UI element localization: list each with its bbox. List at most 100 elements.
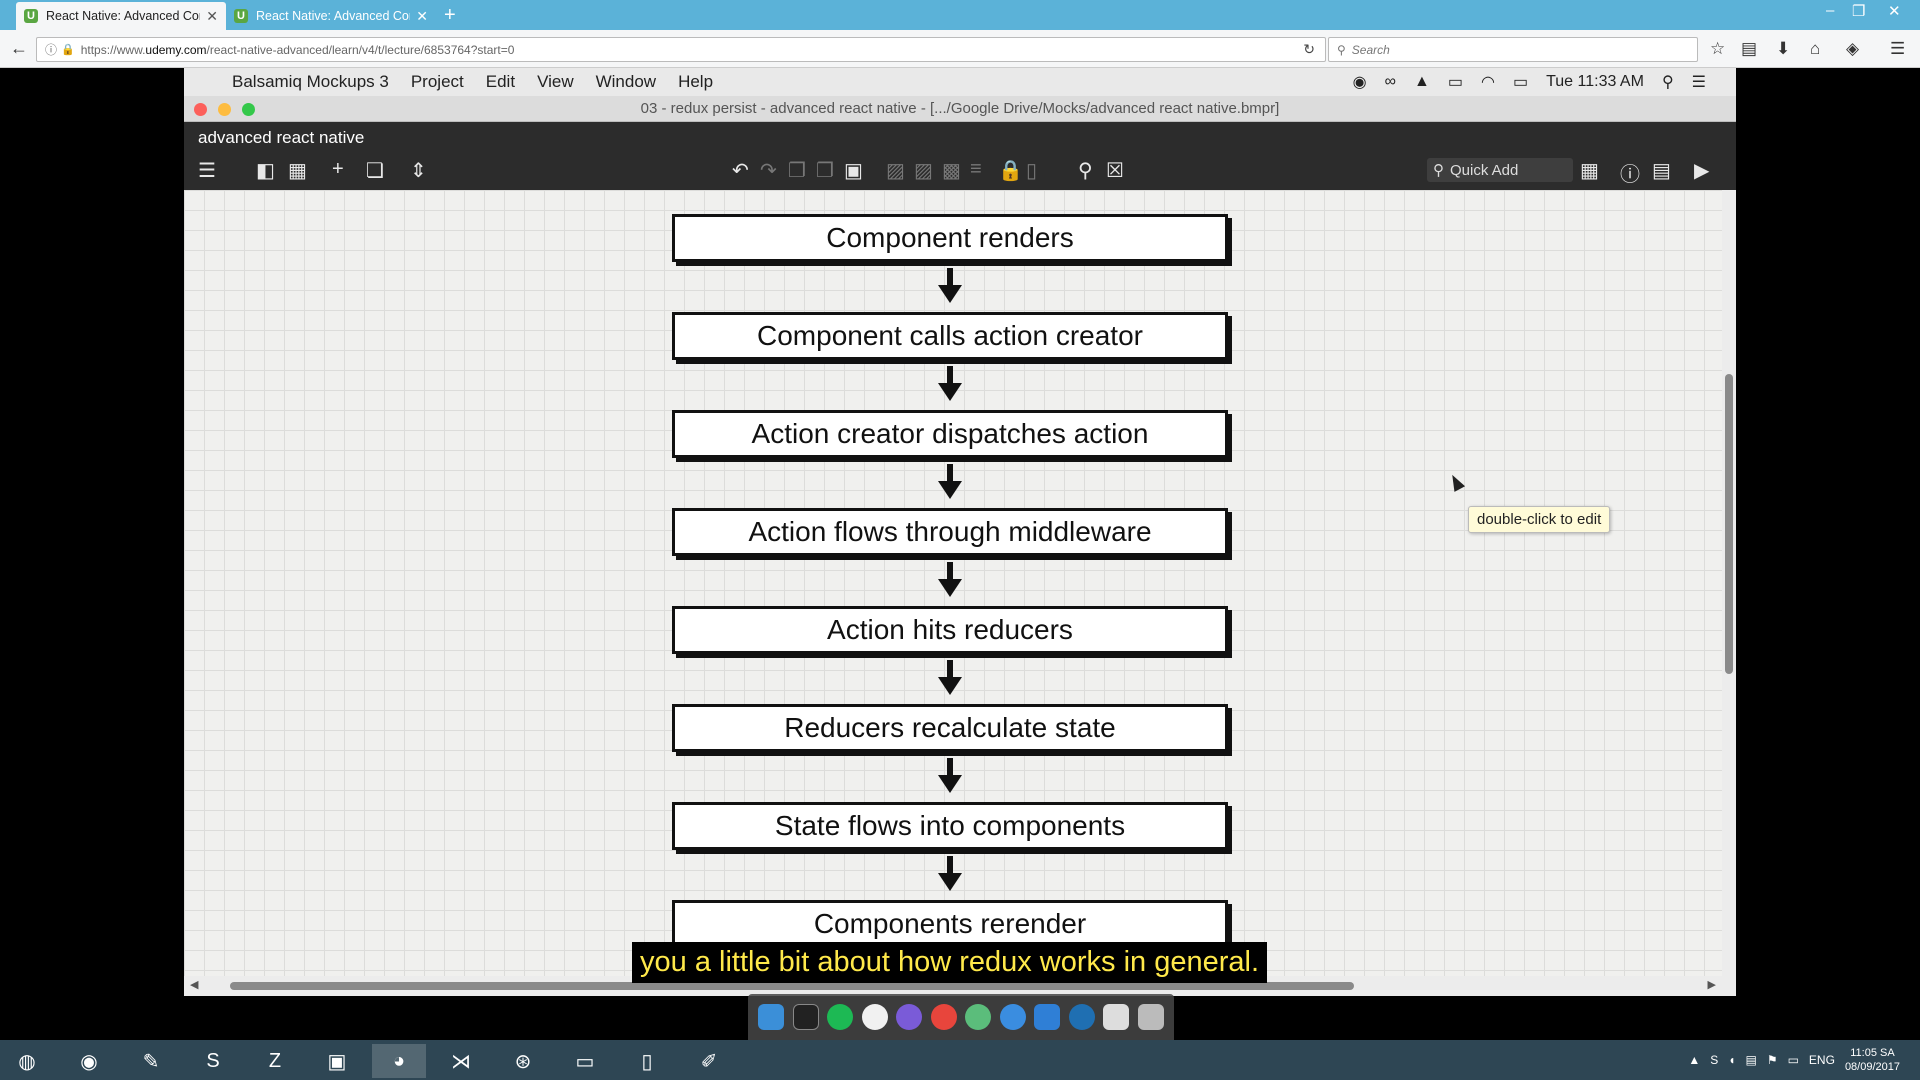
horizontal-scrollbar[interactable]: ◀ ▶ [184,976,1722,996]
paint-taskbar-icon[interactable]: ✐ [700,1050,718,1073]
record-icon[interactable]: ◉ [1352,74,1367,91]
zalo-taskbar-icon[interactable]: Z [268,1049,282,1072]
firefox-taskbar-icon[interactable]: ◕ [372,1044,426,1078]
scroll-left-icon[interactable]: ◀ [190,979,199,991]
terminal-icon[interactable] [792,1004,819,1030]
undo-icon[interactable]: ↶ [732,160,749,182]
tray-expand-icon[interactable]: ▲ [1688,1053,1701,1067]
skype-taskbar-icon[interactable]: S [206,1049,220,1072]
google-drive-icon[interactable]: ▲ [1414,73,1430,90]
start-button-icon[interactable]: ◍ [18,1050,36,1073]
bookmark-star-icon[interactable]: ☆ [1710,39,1726,58]
hamburger-menu-icon[interactable]: ☰ [1890,39,1906,58]
flow-step-6[interactable]: Reducers recalculate state [672,704,1228,752]
flow-step-5[interactable]: Action hits reducers [672,606,1228,654]
clear-icon[interactable]: ☒ [1106,160,1124,182]
app-store-icon[interactable] [999,1004,1026,1030]
glasses-icon[interactable]: ∞ [1384,73,1397,90]
restore-icon[interactable]: ❐ [1852,3,1866,20]
menu-edit[interactable]: Edit [485,72,516,91]
file-explorer-taskbar-icon[interactable]: ▣ [327,1050,347,1073]
tab-close-icon[interactable]: ✕ [206,7,218,24]
delete-icon[interactable]: ▯ [1026,160,1038,182]
battery-icon[interactable]: ▭ [1512,74,1529,91]
vertical-scroll-thumb[interactable] [1725,374,1733,674]
arduino-taskbar-icon[interactable]: ⊛ [514,1050,532,1073]
trash-icon[interactable] [1137,1004,1164,1030]
redo-icon[interactable]: ↷ [760,160,777,182]
url-bar[interactable]: ⓘ 🔒 https://www.udemy.com/react-native-a… [36,37,1326,62]
chrome-taskbar-icon[interactable]: ◉ [80,1050,98,1073]
pocket-icon[interactable]: ◈ [1846,39,1860,58]
close-button[interactable] [194,103,207,116]
wifi-icon[interactable]: ◠ [1481,74,1495,91]
presentation-icon[interactable]: ▶ [1694,160,1710,182]
horizontal-scroll-thumb[interactable] [230,982,1354,990]
tab-udemy-active[interactable]: U React Native: Advanced Cor ✕ [16,2,226,30]
expand-collapse-icon[interactable]: ⇕ [410,160,427,182]
language-indicator[interactable]: ENG [1808,1053,1835,1067]
volume-icon[interactable]: ◖ [1728,1053,1736,1067]
reload-icon[interactable]: ↻ [1303,41,1315,57]
terminal-taskbar-icon[interactable]: ▭ [575,1050,595,1073]
pen-app-icon[interactable] [896,1004,923,1030]
spotify-icon[interactable] [827,1004,854,1030]
notes-icon[interactable]: ▤ [1652,160,1671,182]
network-app-icon[interactable] [1068,1004,1095,1030]
mockup-canvas[interactable]: Component renders Component calls action… [184,190,1736,996]
taskbar-clock[interactable]: 11:05 SA 08/09/2017 [1845,1046,1900,1074]
flow-step-2[interactable]: Component calls action creator [672,312,1228,360]
minimize-icon[interactable]: – [1826,2,1835,19]
close-window-icon[interactable]: ✕ [1888,3,1901,20]
ungroup-icon[interactable]: ▨ [914,160,933,182]
menu-view[interactable]: View [537,72,574,91]
vscode-taskbar-icon[interactable]: ⋊ [451,1050,471,1073]
notification-list-icon[interactable]: ☰ [1691,74,1706,91]
new-tab-button[interactable]: + [444,4,456,26]
tray-app-icon[interactable]: ▤ [1745,1053,1757,1067]
spotlight-search-icon[interactable]: ⚲ [1661,74,1674,91]
zoom-button[interactable] [242,103,255,116]
cut-icon[interactable]: ❐ [816,160,834,182]
quick-add-input[interactable]: ⚲ Quick Add [1427,158,1573,182]
arrange-icon[interactable]: ▩ [942,160,961,182]
download-icon[interactable]: ⬇ [1776,39,1791,58]
menu-app-name[interactable]: Balsamiq Mockups 3 [232,72,389,91]
lock-icon[interactable]: 🔒 [998,160,1023,182]
menu-help[interactable]: Help [678,72,714,91]
find-icon[interactable]: ⚲ [1078,160,1093,182]
green-app-taskbar-icon[interactable]: ▯ [641,1050,653,1073]
add-icon[interactable]: + [332,158,344,180]
project-name[interactable]: advanced react native [198,128,365,147]
info-icon[interactable]: ⓘ [1620,164,1640,186]
flag-icon[interactable]: ⚑ [1766,1053,1778,1067]
align-icon[interactable]: ≡ [970,158,982,180]
document-icon[interactable] [1103,1004,1130,1030]
flow-step-4[interactable]: Action flows through middleware [672,508,1228,556]
panel-toggle-icon[interactable]: ◧ [256,160,275,182]
search-input[interactable]: ⚲ Search [1328,37,1698,62]
flow-step-3[interactable]: Action creator dispatches action [672,410,1228,458]
menu-window[interactable]: Window [595,72,657,91]
duplicate-icon[interactable]: ❏ [366,160,384,182]
flow-step-8[interactable]: Components rerender [672,900,1228,948]
ui-library-icon[interactable]: ▦ [1580,160,1599,182]
finder-icon[interactable] [758,1004,785,1030]
flow-step-7[interactable]: State flows into components [672,802,1228,850]
network-icon[interactable]: ▭ [1787,1053,1799,1067]
skype-tray-icon[interactable]: S [1710,1053,1719,1067]
tab-close-icon[interactable]: ✕ [416,7,428,24]
folder-app-icon[interactable] [1034,1004,1061,1030]
home-icon[interactable]: ⌂ [1810,39,1821,58]
chrome-icon[interactable] [930,1004,957,1030]
menu-project[interactable]: Project [410,72,464,91]
flow-step-1[interactable]: Component renders [672,214,1228,262]
copy-icon[interactable]: ❐ [788,160,806,182]
minimize-button[interactable] [218,103,231,116]
menu-icon[interactable]: ☰ [198,160,216,182]
tab-udemy-second[interactable]: U React Native: Advanced Cor ✕ [226,2,436,30]
group-icon[interactable]: ▨ [886,160,905,182]
vertical-scrollbar[interactable] [1722,190,1736,996]
globe-app-icon[interactable] [965,1004,992,1030]
airplay-icon[interactable]: ▭ [1447,74,1463,91]
